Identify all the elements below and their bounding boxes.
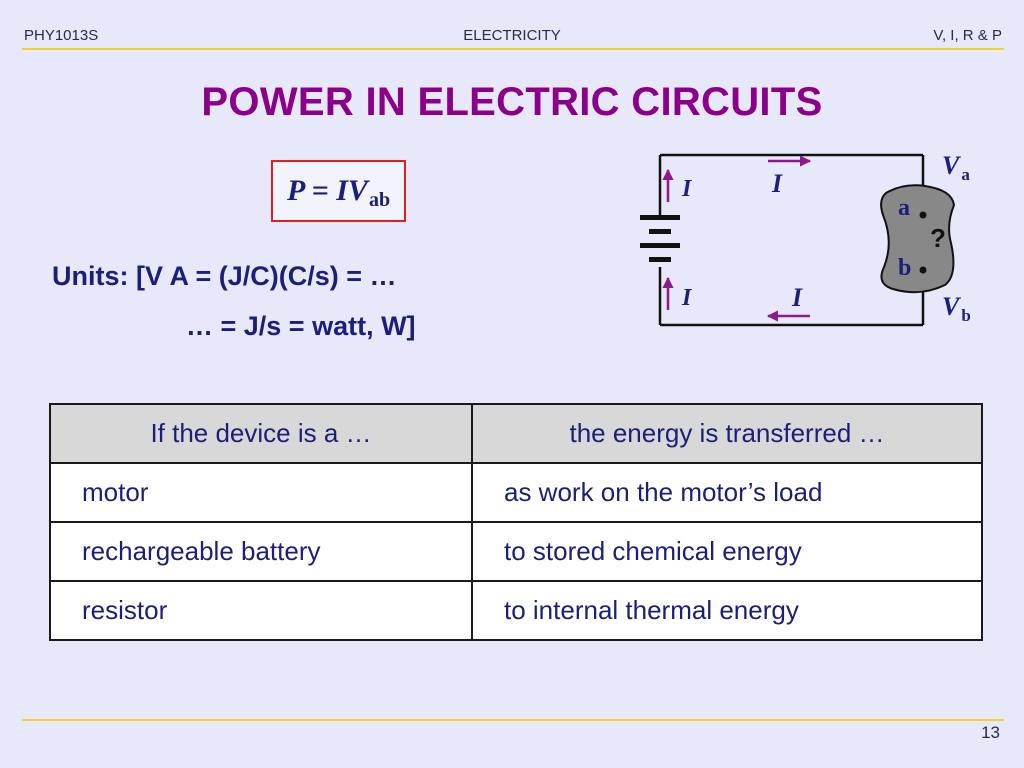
page-number: 13 bbox=[981, 723, 1000, 742]
slide-title: POWER IN ELECTRIC CIRCUITS bbox=[201, 80, 823, 124]
power-formula: P = IV bbox=[286, 174, 368, 207]
units-line-2: … = J/s = watt, W] bbox=[186, 311, 416, 341]
unknown-device-label: ? bbox=[930, 223, 946, 253]
terminal-b-dot bbox=[919, 266, 927, 274]
table-row: resistor to internal thermal energy bbox=[49, 580, 983, 641]
voltage-subscript-a: a bbox=[961, 165, 970, 184]
transfer-cell: to internal thermal energy bbox=[471, 580, 983, 641]
section-header: V, I, R & P bbox=[933, 27, 1002, 44]
transfer-cell: to stored chemical energy bbox=[471, 521, 983, 582]
battery-icon bbox=[640, 215, 680, 262]
power-formula-subscript: ab bbox=[368, 189, 391, 211]
current-label-left-top: I bbox=[681, 176, 693, 202]
current-label-top: I bbox=[771, 169, 783, 198]
device-cell: resistor bbox=[49, 580, 473, 641]
table-row: motor as work on the motor’s load bbox=[49, 462, 983, 523]
table-header-row: If the device is a … the energy is trans… bbox=[49, 403, 983, 464]
current-label-left-bottom: I bbox=[681, 285, 693, 311]
table-row: rechargeable battery to stored chemical … bbox=[49, 521, 983, 582]
table-header-transfer: the energy is transferred … bbox=[471, 403, 983, 464]
course-code: PHY1013S bbox=[24, 27, 99, 44]
transfer-cell: as work on the motor’s load bbox=[471, 462, 983, 523]
footer-divider bbox=[22, 719, 1004, 721]
topic-header: ELECTRICITY bbox=[463, 27, 561, 44]
device-cell: rechargeable battery bbox=[49, 521, 473, 582]
voltage-symbol-b: V bbox=[942, 292, 962, 321]
terminal-b-label: b bbox=[898, 255, 911, 281]
units-line-1: Units: [V A = (J/C)(C/s) = … bbox=[52, 261, 397, 291]
voltage-subscript-b: b bbox=[961, 306, 970, 325]
energy-transfer-table: If the device is a … the energy is trans… bbox=[49, 403, 983, 641]
device-cell: motor bbox=[49, 462, 473, 523]
unknown-device-shape bbox=[880, 184, 956, 294]
power-formula-box: P = IVab bbox=[271, 160, 406, 222]
terminal-a-label: a bbox=[898, 195, 910, 221]
current-label-bottom: I bbox=[791, 283, 803, 312]
table-header-device: If the device is a … bbox=[49, 403, 473, 464]
voltage-symbol-a: V bbox=[942, 151, 962, 180]
terminal-a-dot bbox=[919, 211, 927, 219]
header-divider bbox=[22, 48, 1004, 50]
